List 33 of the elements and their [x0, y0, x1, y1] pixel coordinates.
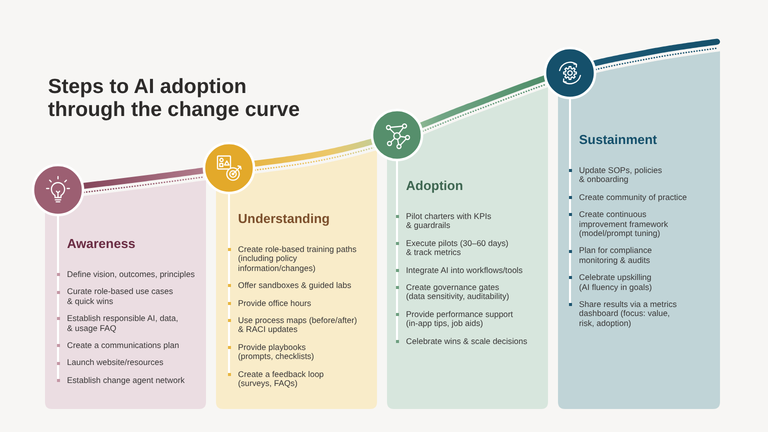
list-item: Establish responsible AI, data, & usage FAQ	[67, 314, 180, 334]
list-item: Execute pilots (30–60 days) & track metrics	[406, 238, 510, 258]
list-item: Define vision, outcomes, principles	[67, 270, 195, 280]
stage-panel	[45, 166, 206, 409]
list-item: Create governance gates (data sensitivity, auditability)	[406, 283, 510, 302]
stage-panel	[558, 37, 720, 409]
list-item: Share results via a metrics dashboard (focus: value, risk, adoption)	[579, 300, 678, 328]
list-item: Launch website/resources	[67, 358, 164, 368]
list-item: Use process maps (before/after) & RACI updates	[238, 316, 358, 335]
stage-heading: Adoption	[406, 178, 464, 194]
stage-heading: Sustainment	[579, 132, 658, 148]
list-item: Create a feedback loop (surveys, FAQs)	[238, 370, 325, 388]
list-item: Create community of practice	[579, 192, 687, 202]
list-item: Create role-based training paths (including policy information/changes)	[238, 245, 358, 274]
list-item: Create continuous improvement framework (model/prompt tuning)	[579, 210, 669, 238]
list-item: Curate role-based use cases & quick wins	[67, 287, 174, 306]
list-item: Provide office hours	[238, 298, 312, 308]
list-item: Celebrate upskilling (AI fluency in goals)	[579, 273, 653, 292]
stage-heading: Awareness	[67, 236, 136, 252]
list-item: Provide playbooks (prompts, checklists)	[238, 342, 316, 362]
list-item: Pilot charters with KPIs & guardrails	[406, 212, 492, 231]
list-item: Celebrate wins & scale decisions	[406, 336, 528, 346]
list-item: Update SOPs, policies & onboarding	[579, 166, 664, 185]
list-item: Establish change agent network	[67, 376, 185, 386]
list-item: Integrate AI into workflows/tools	[406, 266, 523, 276]
list-item: Offer sandboxes & guided labs	[238, 281, 352, 291]
stage-panel	[387, 73, 548, 409]
list-item: Provide performance support (in-app tips, job aids)	[406, 310, 514, 329]
title: Steps to AI adoption through the change curve	[48, 75, 301, 121]
stage-heading: Understanding	[238, 211, 330, 227]
list-item: Create a communications plan	[67, 341, 180, 350]
list-item: Plan for compliance monitoring & audits	[579, 246, 653, 266]
stage-panel	[216, 136, 377, 409]
